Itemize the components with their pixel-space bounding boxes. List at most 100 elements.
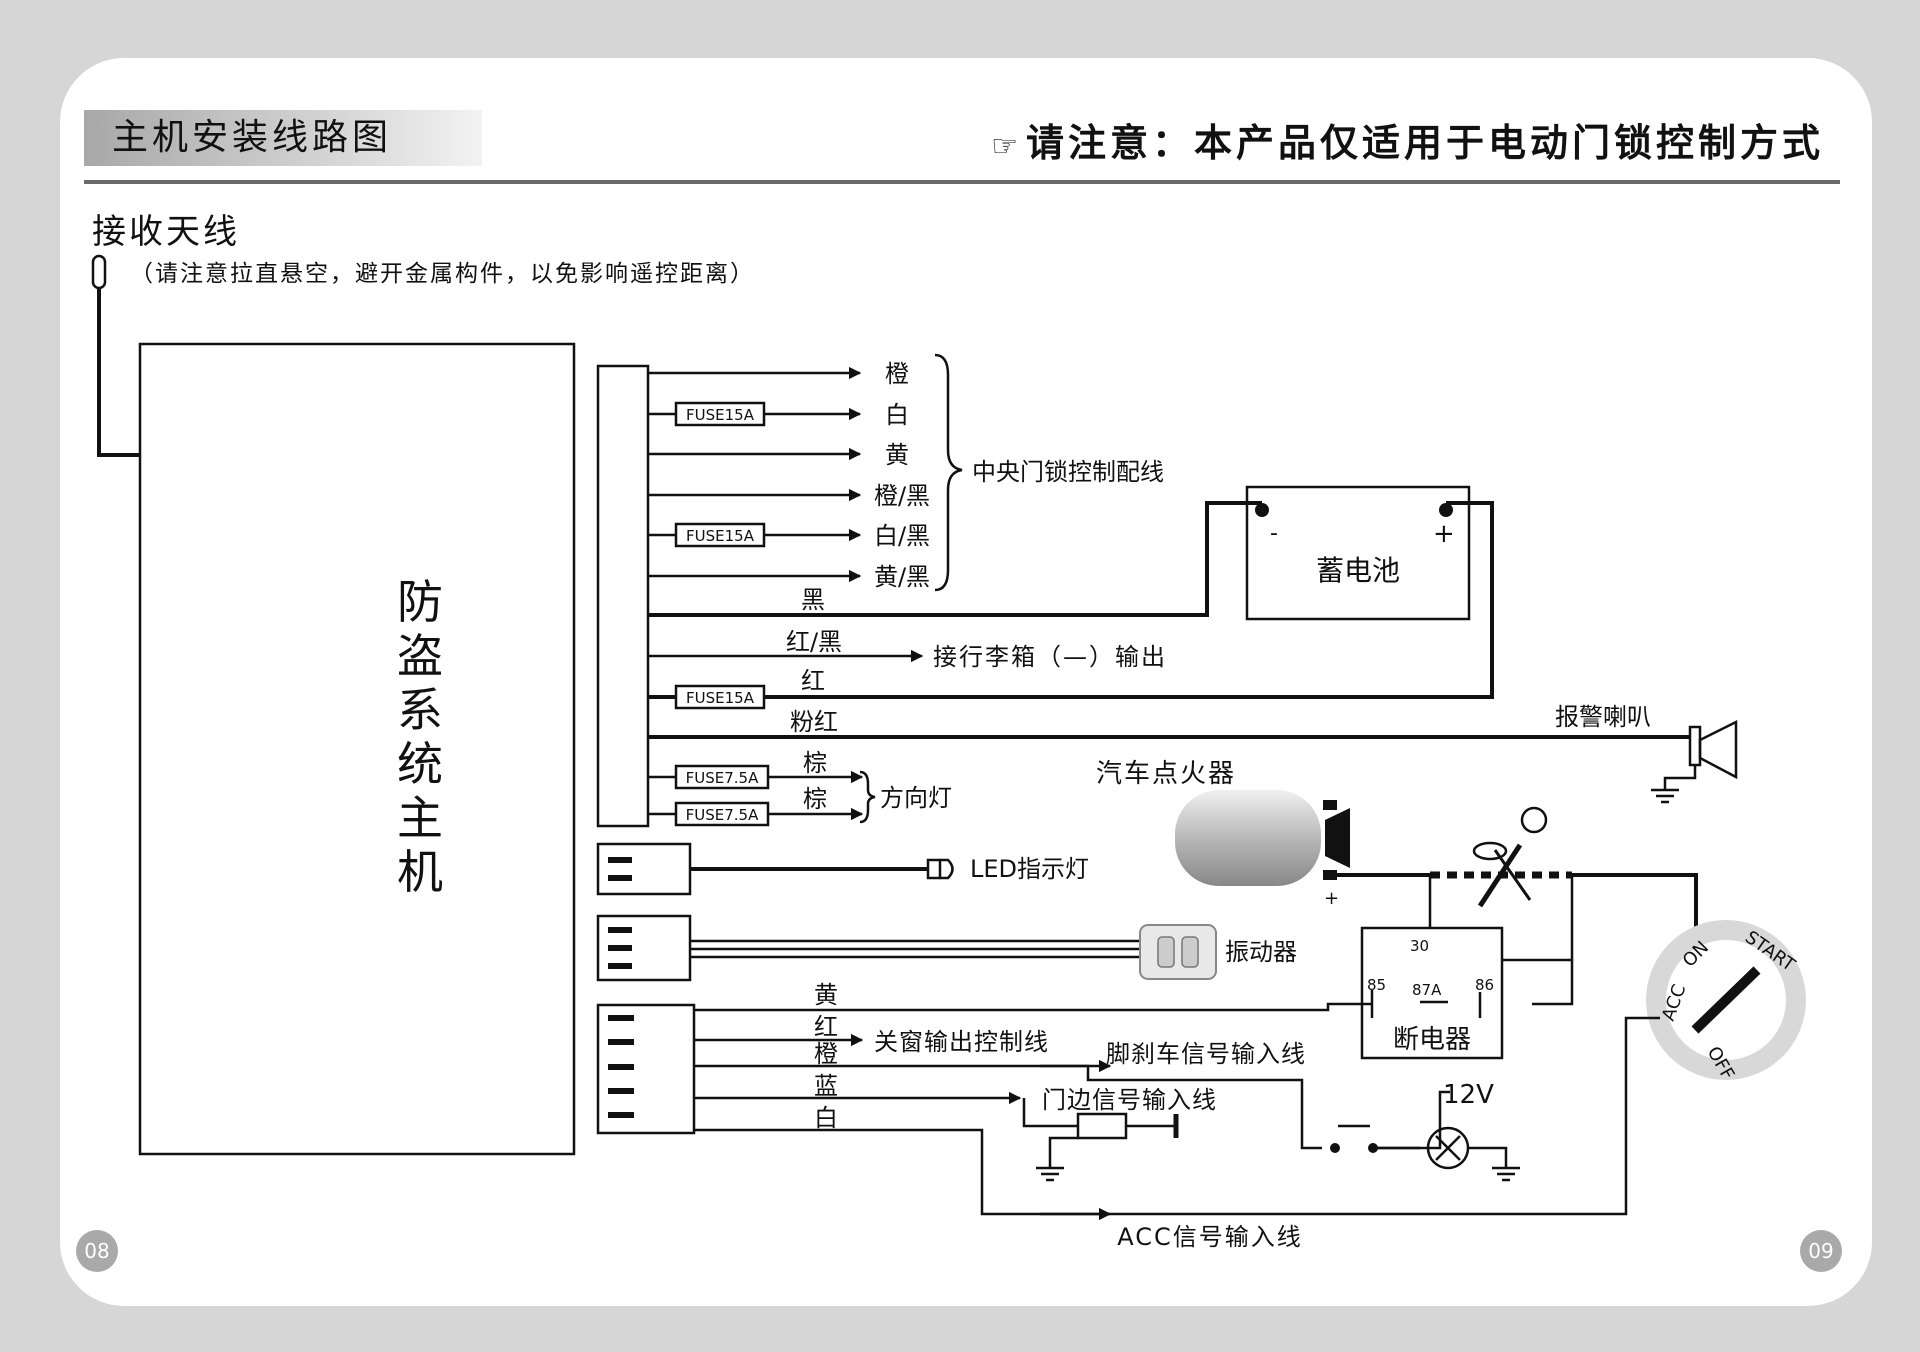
fuse [674, 401, 766, 427]
led-connector [596, 842, 692, 896]
door-input-label: 门边信号输入线 [1042, 1086, 1217, 1114]
wire-label-brown: 棕 [803, 749, 827, 777]
relay-pin-30: 30 [1410, 937, 1429, 955]
battery-label: 蓄电池 [1316, 554, 1400, 587]
main-unit-label: 防 盗 系 统 主 机 [397, 575, 443, 899]
wire-label: 橙/黑 [874, 482, 930, 510]
antenna-wire [97, 288, 140, 457]
main-unit-char: 防 [397, 575, 443, 629]
wire-label: 橙 [885, 360, 909, 388]
fuse-label: FUSE15A [686, 406, 755, 424]
header-divider [84, 180, 1840, 184]
wire-label-black: 黑 [801, 586, 825, 614]
wire-label-pink-red: 粉红 [790, 708, 838, 736]
main-unit-char: 系 [397, 683, 443, 737]
door-switch-wire [1022, 1098, 1078, 1128]
window-output-label: 关窗输出控制线 [874, 1028, 1049, 1056]
main-harness-connector [596, 364, 650, 828]
wire-label-blue: 蓝 [814, 1072, 838, 1100]
brake-lamp-icon [1426, 1126, 1520, 1182]
main-unit-char: 统 [397, 737, 443, 791]
ignition-coil-icon [1175, 790, 1350, 886]
connector-pin [608, 1088, 634, 1094]
relay-pin-87a: 87A [1412, 981, 1442, 999]
connector-pin [608, 857, 632, 863]
antenna-label: 接收天线 [92, 212, 240, 252]
acc-input-label: ACC信号输入线 [1117, 1223, 1303, 1251]
connector-pin [608, 1064, 634, 1070]
connector-pin [608, 875, 632, 881]
horn-label: 报警喇叭 [1555, 703, 1651, 731]
relay-pin-85: 85 [1367, 976, 1386, 994]
notice-text: ☞请注意：本产品仅适用于电动门锁控制方式 [991, 118, 1824, 172]
wire-red-power [764, 501, 1494, 699]
relay-pin-86-wire [1532, 875, 1574, 1006]
led-icon [926, 858, 954, 880]
main-unit-char: 盗 [397, 629, 443, 683]
turn-signal-label: 方向灯 [880, 784, 952, 812]
connector-pin [608, 1015, 634, 1021]
wire-black-ground [648, 501, 1262, 617]
trunk-output-label: 接行李箱（—）输出 [933, 643, 1167, 671]
wire-label-white: 白 [814, 1104, 838, 1132]
wire-label: 黄 [885, 441, 909, 469]
wire-yellow-relay [694, 1002, 1372, 1012]
ignition-plus: + [1324, 888, 1339, 909]
page-title: 主机安装线路图 [112, 117, 393, 158]
page-number-left: 08 [76, 1230, 118, 1272]
connector-pin [608, 1112, 634, 1118]
main-unit [138, 342, 576, 1156]
fuse-label: FUSE7.5A [686, 806, 759, 824]
wire-white-acc [694, 1016, 1660, 1216]
battery-box [1245, 485, 1471, 621]
relay-pin-86: 86 [1475, 976, 1494, 994]
horn-icon [1651, 719, 1738, 804]
ignition-to-key [1572, 873, 1698, 930]
connector-pin [608, 927, 632, 933]
fuse-label: FUSE7.5A [686, 769, 759, 787]
vibration-sensor-icon [1139, 924, 1217, 980]
turn-signal-brace [859, 770, 876, 824]
relay: 30 85 87A 86 断电器 [1360, 926, 1504, 1060]
fuse [674, 522, 766, 548]
header-bar [84, 110, 482, 166]
wire-label-red: 红 [801, 667, 825, 695]
wire-label: 白 [885, 401, 909, 429]
vibration-label: 振动器 [1225, 938, 1297, 966]
wire-label-yellow: 黄 [814, 981, 838, 1009]
led-label: LED指示灯 [970, 855, 1089, 883]
battery: - + 蓄电池 [1245, 485, 1471, 621]
battery-negative-terminal [1255, 503, 1269, 517]
wire-label-red-black: 红/黑 [786, 628, 842, 656]
antenna: 接收天线 （请注意拉直悬空，避开金属构件，以免影响遥控距离） [91, 212, 755, 457]
brake-input-label: 脚刹车信号输入线 [1106, 1040, 1306, 1068]
fuse-label: FUSE15A [686, 527, 755, 545]
notice-label: 请注意：本产品仅适用于电动门锁控制方式 [1025, 121, 1824, 165]
voltage-label: 12V [1443, 1080, 1494, 1110]
battery-positive-terminal [1439, 503, 1453, 517]
door-switch-icon [1036, 1112, 1179, 1182]
battery-minus: - [1270, 521, 1278, 546]
wire-label-brown: 棕 [803, 785, 827, 813]
relay-box [1360, 926, 1504, 1060]
pointing-hand-icon: ☞ [991, 129, 1022, 164]
brake-switch-icon [1330, 1090, 1450, 1153]
connector-pin [608, 1039, 634, 1045]
page-number-right: 09 [1800, 1230, 1842, 1272]
wire-orange-brake [694, 1064, 1322, 1150]
key-switch-icon: OFF ACC ON START [1646, 920, 1806, 1084]
connector-pin [608, 963, 632, 969]
door-lock-wires: 橙 白 黄 橙/黑 白/黑 黄/黑 中央门锁控制配线 [648, 353, 1164, 592]
door-lock-group-label: 中央门锁控制配线 [972, 458, 1164, 486]
antenna-note: （请注意拉直悬空，避开金属构件，以免影响遥控距离） [130, 261, 755, 287]
wire-label: 黄/黑 [874, 563, 930, 591]
door-lock-brace [934, 353, 963, 592]
ignition-label: 汽车点火器 [1096, 759, 1236, 789]
wire-label-orange: 橙 [814, 1040, 838, 1068]
fuse-label: FUSE15A [686, 689, 755, 707]
main-unit-char: 机 [397, 845, 443, 899]
battery-plus: + [1433, 519, 1455, 549]
antenna-tip-icon [91, 254, 107, 290]
scissors-icon [1472, 806, 1548, 908]
